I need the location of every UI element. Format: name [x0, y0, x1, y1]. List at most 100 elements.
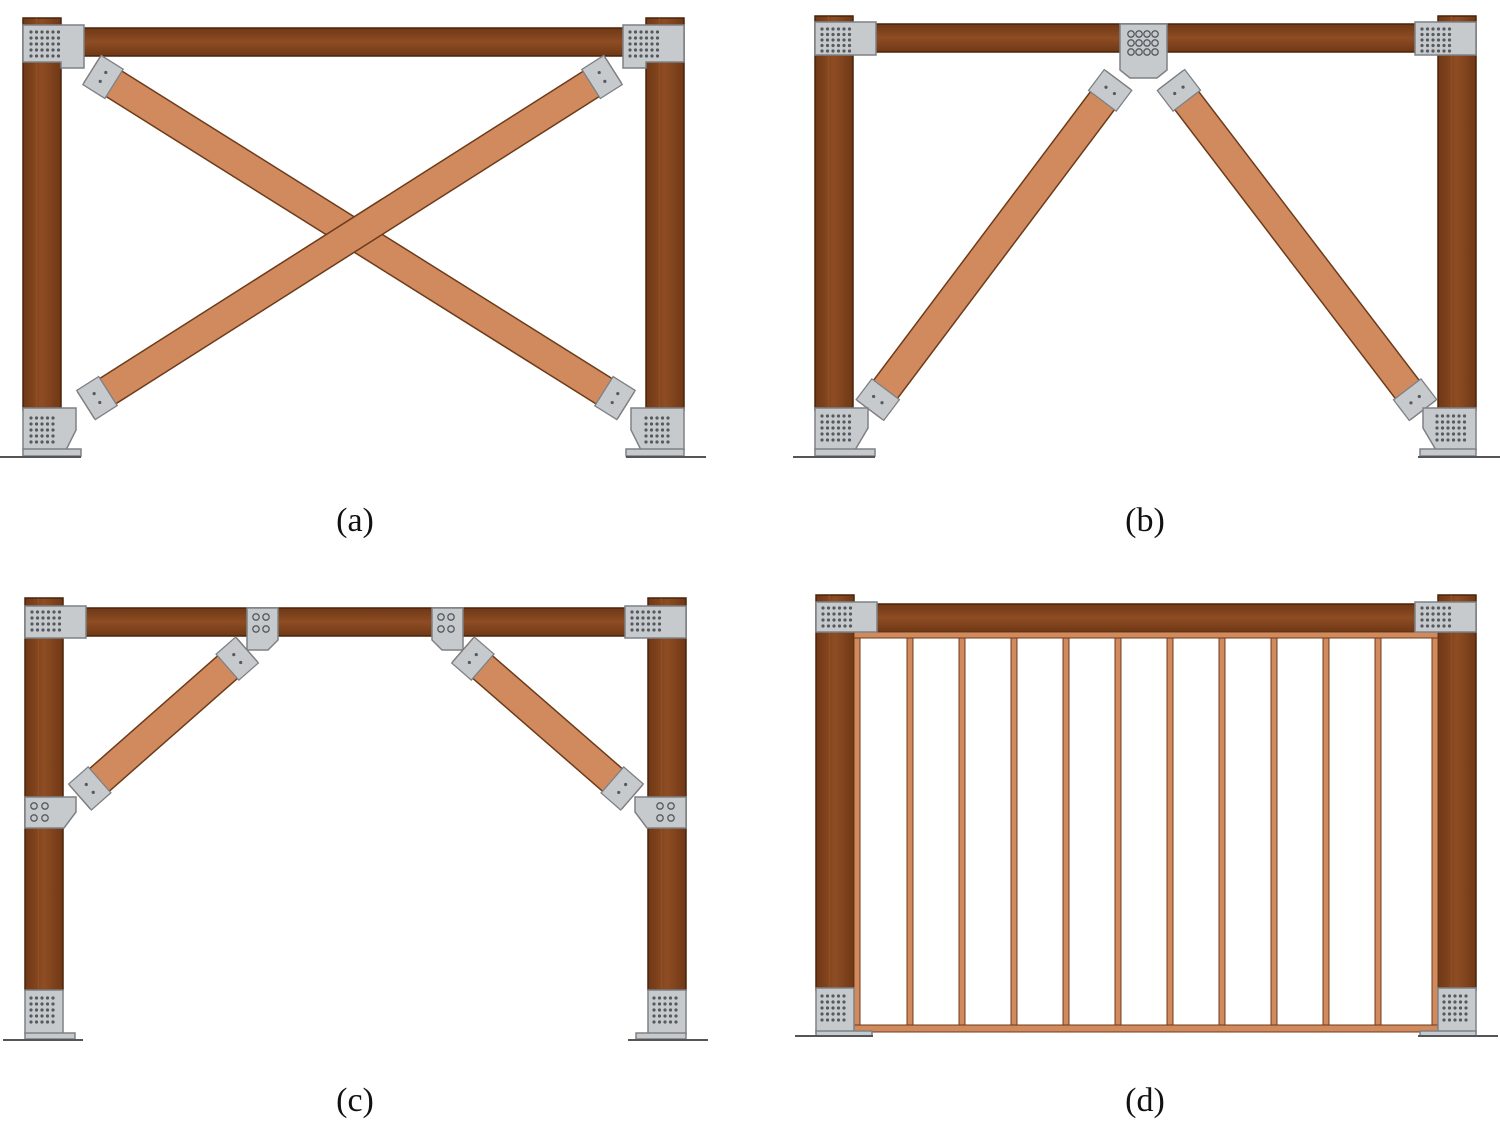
bolt — [447, 625, 455, 633]
brace-end-plate — [580, 54, 624, 100]
bolt — [644, 30, 649, 34]
bolt — [842, 32, 846, 37]
bolt — [836, 1000, 841, 1004]
bolt — [666, 440, 670, 444]
brace-end-plate — [600, 766, 645, 811]
brace-end-plate — [81, 54, 125, 100]
bolt — [1447, 624, 1452, 628]
brace-end-plate — [75, 375, 119, 421]
top-right-plate — [1414, 21, 1477, 56]
bolt — [1143, 39, 1151, 47]
stud — [906, 637, 914, 1026]
bolt — [655, 48, 660, 52]
bolt — [1446, 432, 1450, 436]
beam — [60, 27, 647, 57]
bolt — [674, 1014, 678, 1018]
bolt — [1442, 27, 1446, 31]
top-left-plate — [815, 601, 878, 633]
bolt — [842, 49, 846, 53]
bolt — [820, 32, 824, 37]
bolt — [657, 1002, 662, 1006]
bolt — [1457, 414, 1461, 418]
bolt — [1436, 618, 1441, 622]
brace-end-plate — [1156, 68, 1202, 113]
bolt — [45, 30, 50, 34]
brace — [1158, 69, 1436, 421]
stud — [1166, 637, 1174, 1026]
bolt — [1447, 618, 1452, 622]
bolt — [1446, 426, 1450, 430]
bolt — [30, 628, 34, 632]
bolt — [663, 1008, 667, 1012]
stud — [1374, 637, 1382, 1026]
bolt — [820, 420, 824, 424]
bolt — [1440, 432, 1445, 436]
bolt — [45, 416, 50, 420]
post — [1437, 594, 1477, 991]
bolt — [825, 43, 830, 48]
bolt — [40, 30, 44, 34]
bolt — [655, 422, 659, 426]
bolt — [1453, 1006, 1457, 1010]
bolt — [650, 36, 654, 40]
bolt — [35, 610, 40, 614]
top-left-plate — [22, 24, 85, 69]
bolt — [56, 30, 61, 34]
bolt — [836, 43, 841, 48]
caption-c: (c) — [336, 1082, 374, 1119]
bolt — [57, 622, 62, 626]
bolt — [1442, 994, 1446, 998]
bolt — [650, 54, 654, 58]
bolt — [1420, 618, 1424, 622]
bolt — [1435, 432, 1439, 436]
bolt — [652, 1002, 656, 1006]
bolt — [666, 416, 670, 420]
bolt — [656, 814, 664, 822]
bolt — [34, 1020, 39, 1024]
bolt — [1435, 438, 1439, 442]
bolt — [644, 416, 648, 420]
bolt — [603, 79, 607, 84]
bolt — [447, 613, 455, 621]
bolt — [1431, 624, 1435, 628]
bolt — [1436, 32, 1441, 37]
bolt — [652, 1014, 656, 1018]
bolt — [1440, 414, 1445, 418]
bolt — [29, 996, 33, 1000]
bolt — [848, 624, 853, 628]
bolt — [474, 652, 478, 657]
bolt — [610, 400, 614, 405]
bolt — [1442, 1018, 1446, 1022]
bolt — [1431, 606, 1435, 610]
bolt — [644, 428, 648, 432]
bolt — [628, 48, 632, 52]
bolt — [831, 1012, 835, 1016]
bolt — [1453, 1018, 1457, 1022]
bolt — [35, 616, 40, 620]
base-right-plate — [1437, 987, 1477, 1033]
bolt — [41, 802, 49, 810]
bolt — [657, 628, 662, 632]
bolt — [820, 426, 824, 430]
bolt — [34, 996, 39, 1000]
bolt — [45, 36, 50, 40]
bolt — [836, 32, 841, 37]
bolt — [51, 996, 55, 1000]
bolt — [1436, 27, 1441, 31]
base-right-plate — [1422, 407, 1477, 451]
bolt — [847, 438, 852, 442]
bolt — [847, 32, 852, 37]
bolt — [1104, 85, 1108, 89]
bolt — [847, 49, 852, 53]
bolt — [1464, 1006, 1468, 1010]
bolt — [1135, 48, 1143, 56]
bolt — [1435, 426, 1439, 430]
bolt — [51, 422, 55, 426]
bolt — [655, 42, 660, 46]
bolt — [820, 1012, 824, 1016]
bolt — [29, 30, 33, 34]
bolt — [51, 1008, 55, 1012]
top-left-plate — [24, 605, 87, 639]
bolt — [98, 400, 102, 405]
bolt — [34, 36, 39, 40]
